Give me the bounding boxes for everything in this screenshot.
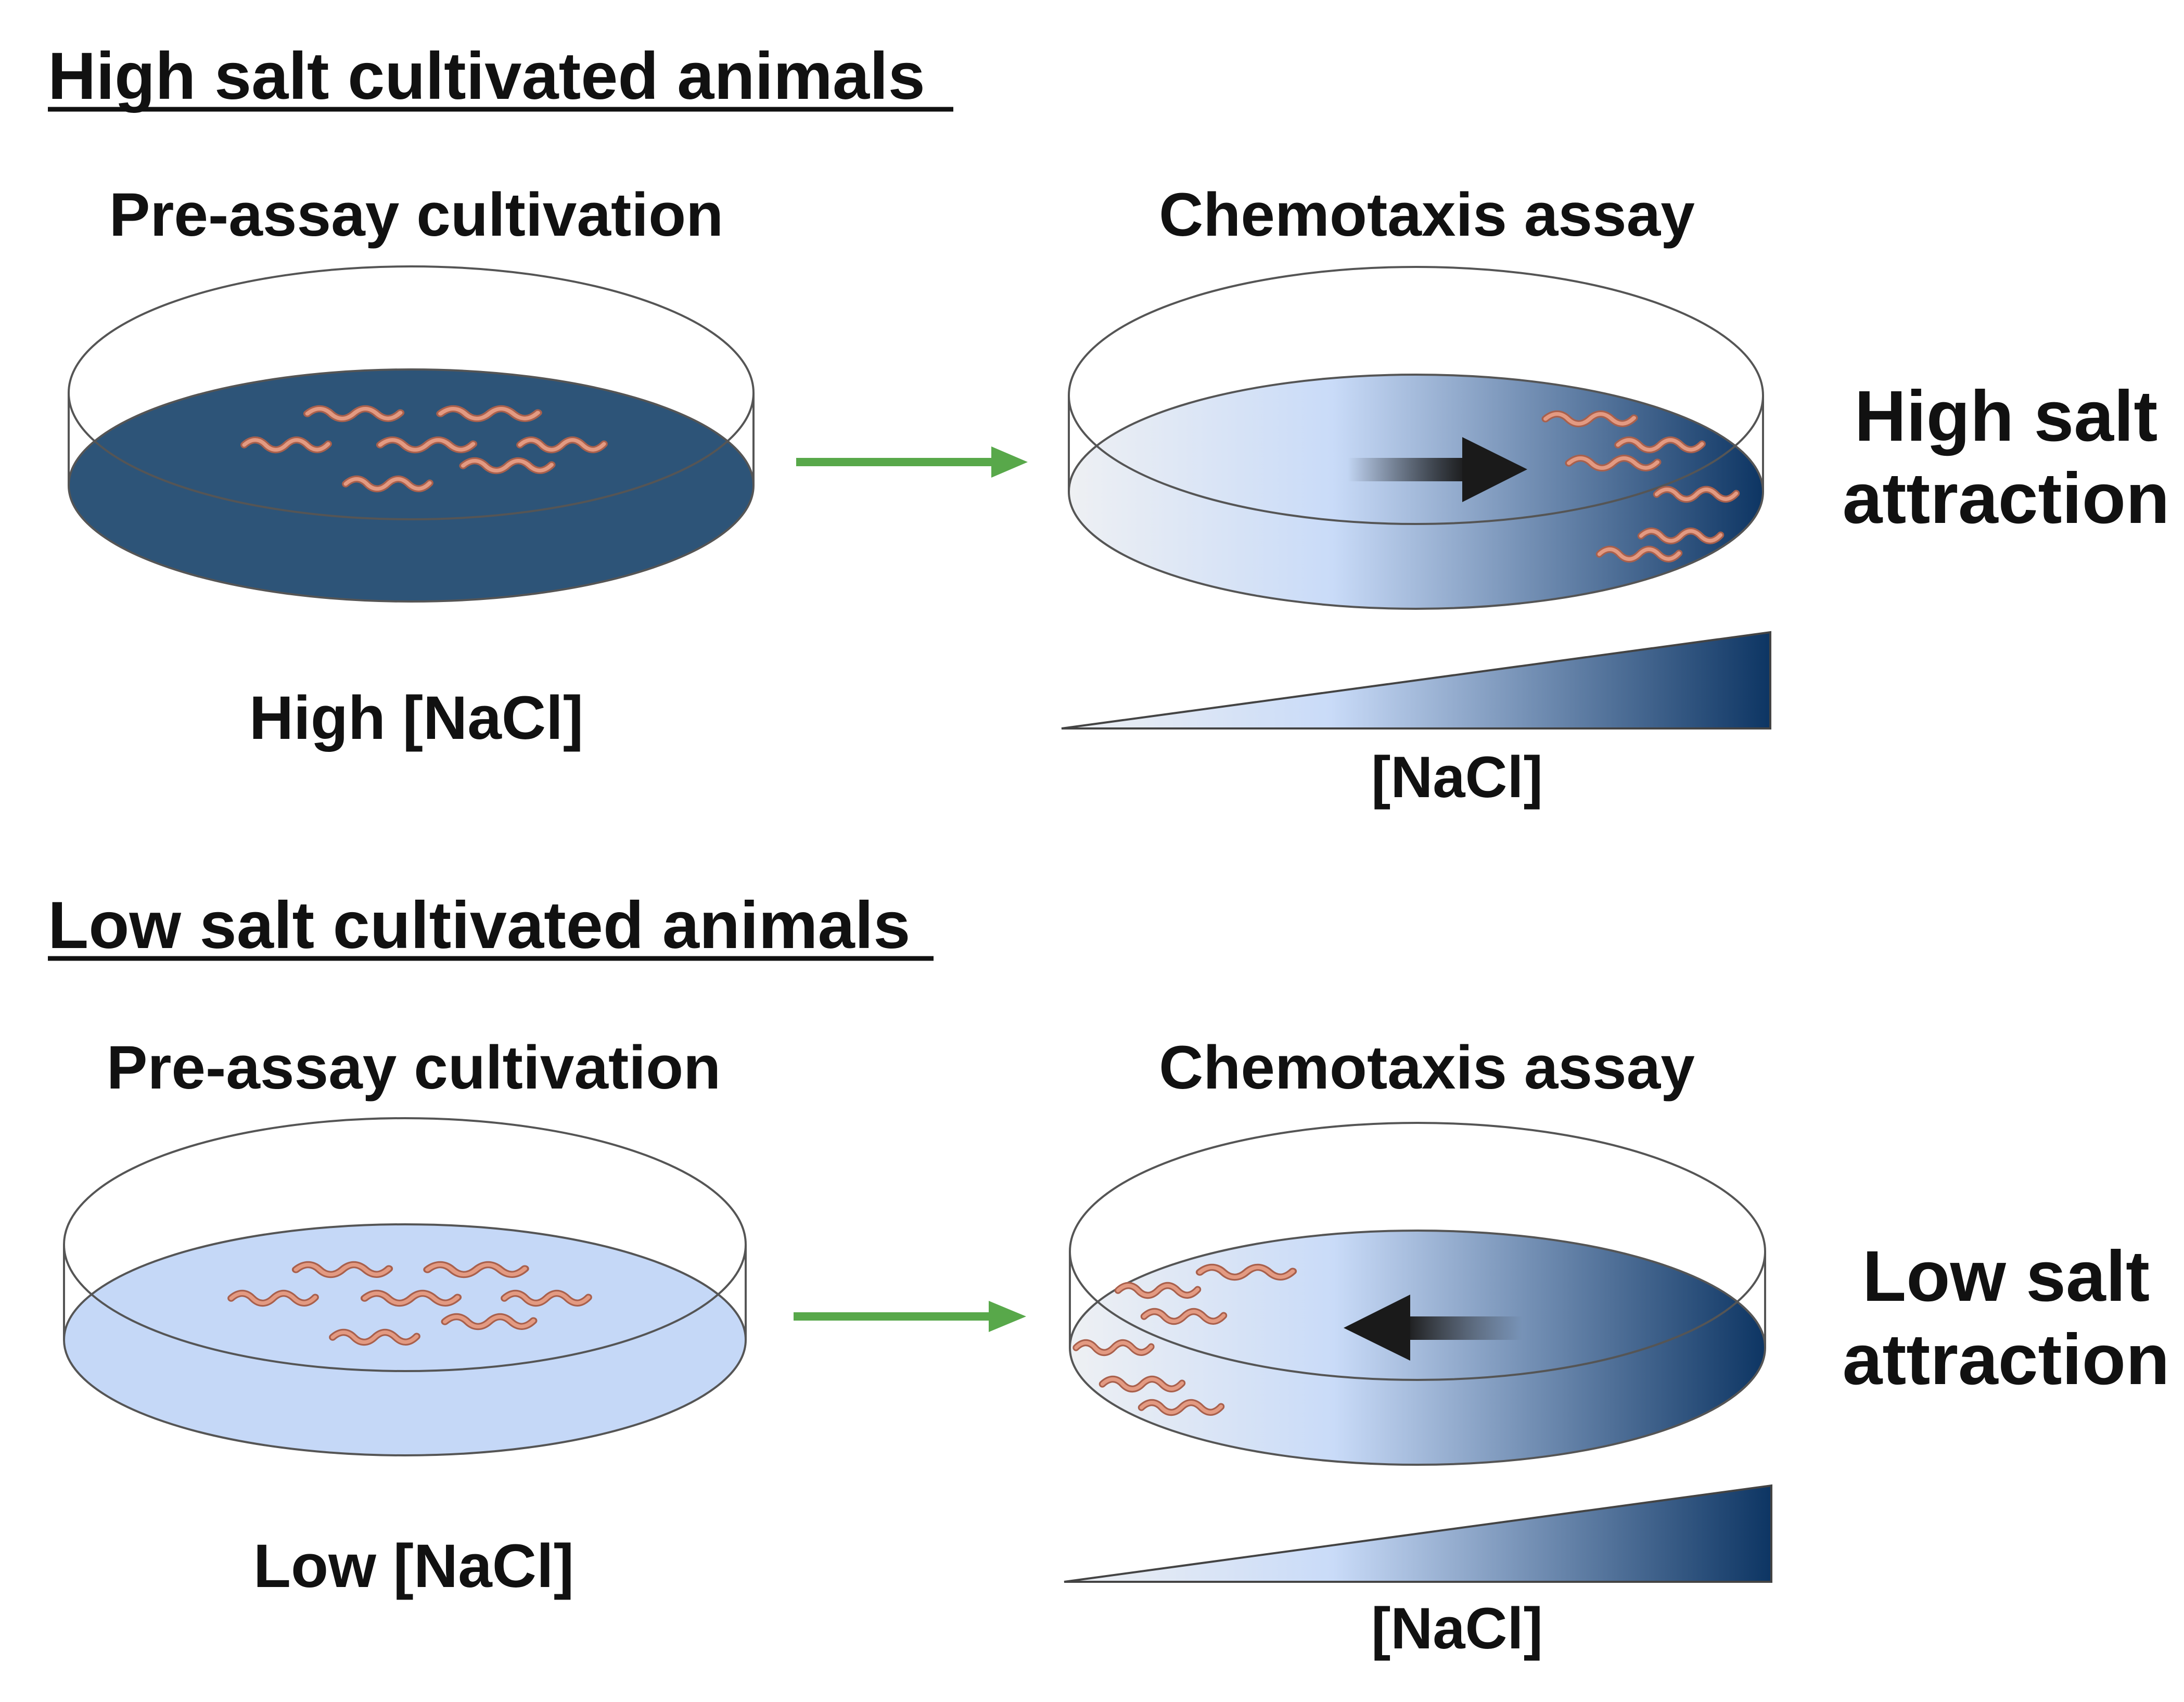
assay-title: Chemotaxis assay	[1159, 1033, 1695, 1102]
row-high-salt: High salt cultivated animals Pre-assay c…	[48, 39, 2169, 810]
cultivation-condition-label: Low [NaCl]	[253, 1532, 574, 1601]
result-line-1: High salt	[1855, 376, 2158, 456]
nacl-gradient-wedge	[1061, 631, 1771, 730]
cultivation-condition-label: High [NaCl]	[249, 684, 583, 752]
cultivation-dish	[68, 265, 755, 603]
result-line-2: attraction	[1843, 1320, 2170, 1400]
row-heading: Low salt cultivated animals	[48, 888, 910, 963]
row-heading: High salt cultivated animals	[48, 39, 925, 113]
result-line-1: Low salt	[1862, 1236, 2150, 1316]
transition-arrow	[796, 446, 1028, 478]
gradient-label: [NaCl]	[1371, 1596, 1543, 1661]
transition-arrow	[794, 1301, 1026, 1332]
cultivation-title: Pre-assay cultivation	[109, 181, 724, 249]
assay-title: Chemotaxis assay	[1159, 181, 1695, 249]
assay-dish	[1069, 1122, 1766, 1466]
movement-arrow	[1344, 1295, 1522, 1361]
cultivation-dish	[63, 1117, 747, 1456]
movement-arrow	[1348, 437, 1527, 502]
gradient-label: [NaCl]	[1371, 745, 1543, 810]
assay-dish	[1068, 266, 1764, 610]
cultivation-title: Pre-assay cultivation	[107, 1033, 721, 1102]
result-line-2: attraction	[1843, 458, 2170, 539]
row-low-salt: Low salt cultivated animals Pre-assay cu…	[48, 888, 2169, 1661]
nacl-gradient-wedge	[1064, 1484, 1772, 1583]
